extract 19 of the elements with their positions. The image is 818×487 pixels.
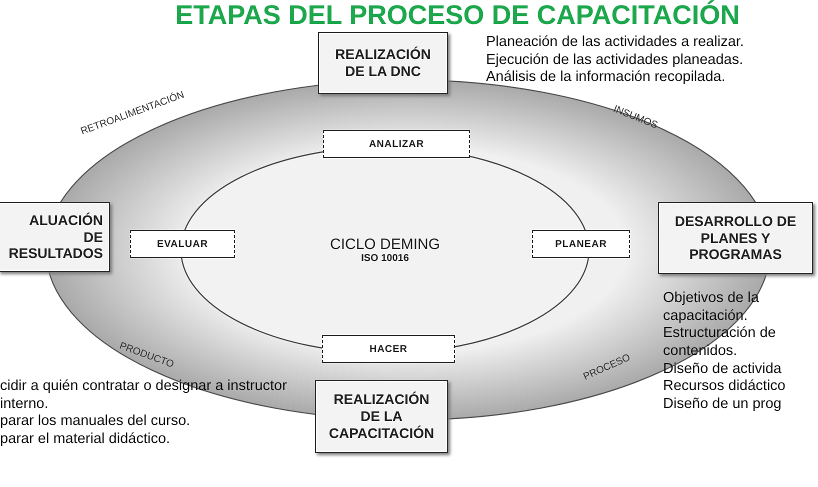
- note-text: Planeación de las actividades a realizar.: [486, 34, 745, 52]
- stage-box: REALIZACIÓN DE LA CAPACITACIÓN: [315, 380, 448, 453]
- phase-box: ANALIZAR: [323, 130, 470, 158]
- note-text: Diseño de un prog: [663, 396, 782, 414]
- cycle-title: CICLO DEMING: [330, 236, 440, 253]
- stage-box: ALUACIÓN DE RESULTADOS: [0, 202, 110, 272]
- note-text: parar el material didáctico.: [0, 431, 172, 449]
- note-text: Análisis de la información recopilada.: [486, 69, 726, 88]
- stage-box: REALIZACIÓN DE LA DNC: [318, 32, 448, 94]
- title-heading: ETAPAS DEL PROCESO DE CAPACITACIÓN: [174, 0, 741, 31]
- phase-box: PLANEAR: [532, 230, 630, 258]
- note-text: Ejecución de las actividades planeadas.: [486, 52, 744, 70]
- stage-box: DESARROLLO DE PLANES Y PROGRAMAS: [658, 202, 813, 274]
- standard-text: ISO 10016: [361, 253, 409, 264]
- phase-box: HACER: [322, 335, 455, 363]
- note-text: Recursos didáctico: [663, 378, 786, 396]
- phase-box: EVALUAR: [130, 230, 235, 258]
- note-text: parar los manuales del curso.: [0, 413, 192, 432]
- note-text: Diseño de activida: [663, 360, 782, 378]
